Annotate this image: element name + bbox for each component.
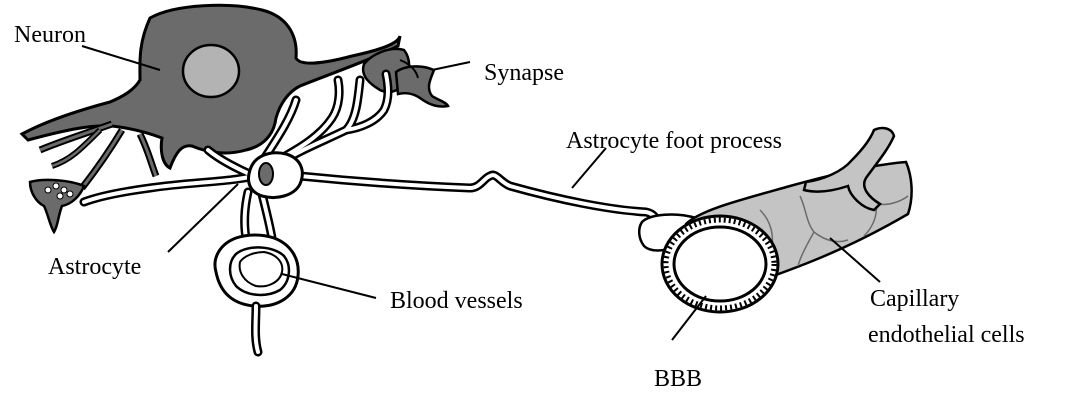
astrocyte-soma [249, 153, 303, 198]
label-bbb: BBB [654, 366, 702, 390]
bbb-ring [662, 216, 778, 312]
synapse-terminal [363, 49, 448, 107]
label-neuron: Neuron [14, 22, 86, 48]
neuron-nucleus [183, 45, 239, 97]
neuron-dendrite [140, 134, 156, 176]
label-astrocyte-foot-process: Astrocyte foot process [566, 128, 782, 154]
label-synapse: Synapse [484, 60, 564, 86]
label-capillary-line1: Capillary [870, 286, 959, 312]
capillary-leader [830, 238, 880, 282]
blood-vessel-left [215, 235, 298, 352]
foot-process-leader [572, 148, 606, 188]
astrocyte-nucleus [259, 163, 273, 185]
blood-vessel-lumen [240, 252, 283, 286]
left-synaptic-terminal [30, 180, 84, 232]
synapse-leader [432, 62, 470, 70]
label-capillary-line2: endothelial cells [868, 322, 1025, 348]
label-blood-vessels: Blood vessels [390, 288, 523, 314]
label-astrocyte: Astrocyte [48, 254, 141, 280]
capillary [662, 128, 912, 312]
